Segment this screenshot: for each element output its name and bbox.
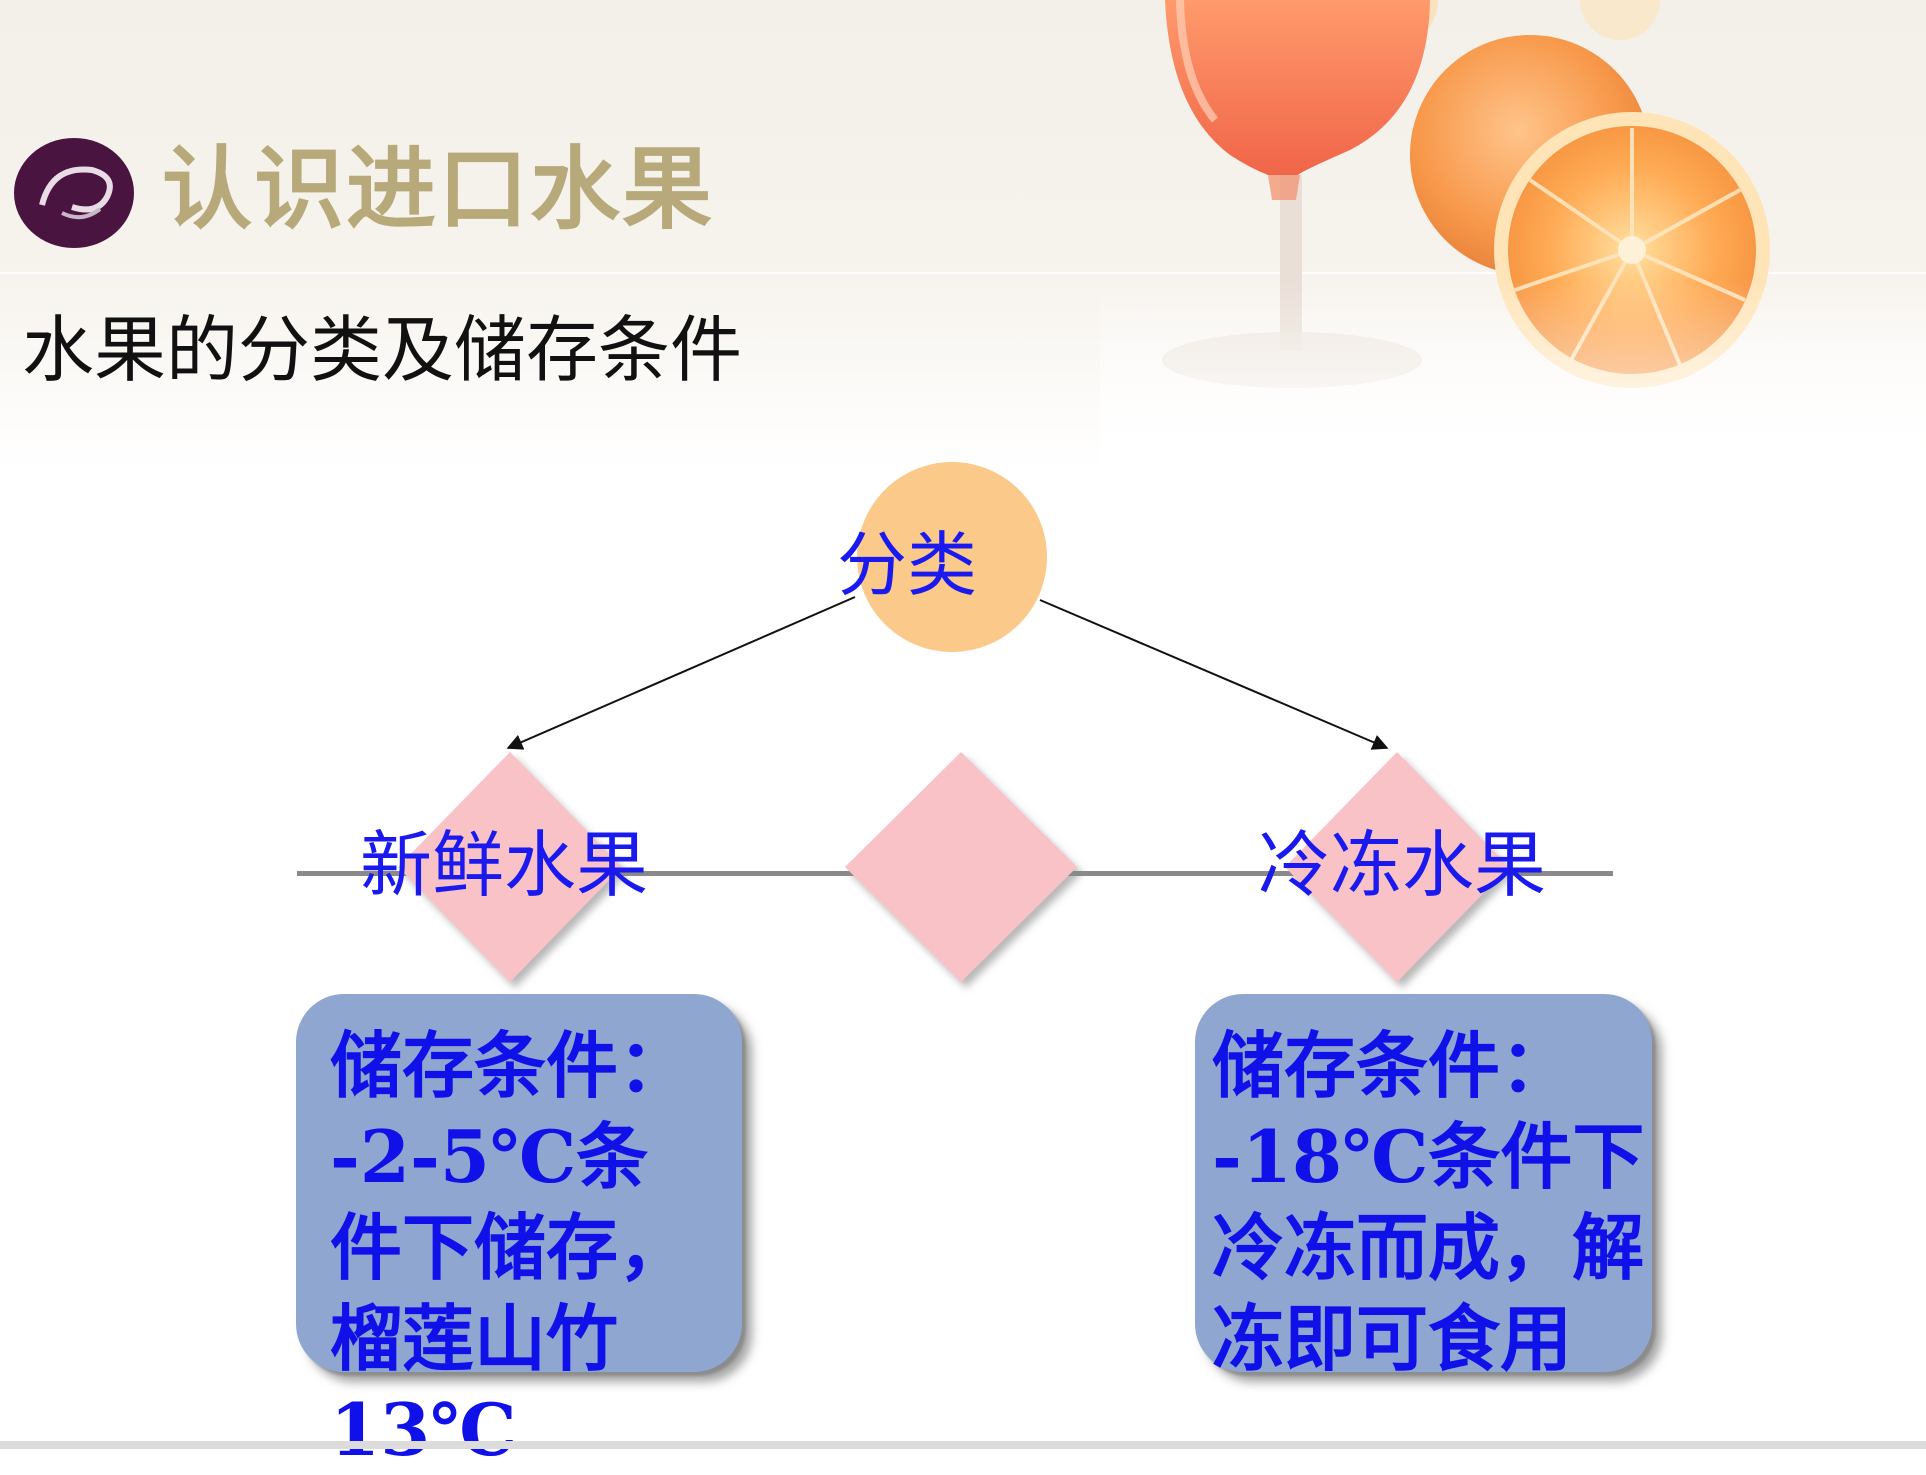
storage-line: 冻即可食用 xyxy=(1212,1296,1573,1381)
storage-line: 冷冻而成，解 xyxy=(1212,1205,1645,1290)
orange-juice-decor-icon xyxy=(1100,0,1926,470)
storage-line: 储存条件： xyxy=(330,1023,691,1108)
purple-swirl-logo-icon xyxy=(14,138,134,248)
storage-card-fresh xyxy=(296,994,742,1372)
root-label: 分类 xyxy=(837,524,977,606)
arrow-to-frozen xyxy=(1039,599,1389,750)
slide-subtitle: 水果的分类及储存条件 xyxy=(22,308,743,392)
diamond-frozen xyxy=(1285,752,1509,982)
storage-card-frozen xyxy=(1195,994,1652,1372)
branch-label-fresh: 新鲜水果 xyxy=(360,823,649,907)
root-node xyxy=(857,462,1047,652)
storage-line: 储存条件： xyxy=(1212,1023,1573,1108)
arrow-to-fresh xyxy=(506,596,856,750)
storage-text-fresh: 储存条件： -2-5℃条 件下储存， 榴莲山竹 13℃ xyxy=(330,1020,690,1475)
storage-line: 榴莲山竹 xyxy=(330,1296,619,1381)
branch-label-frozen: 冷冻水果 xyxy=(1258,823,1547,907)
storage-line: -2-5℃条 xyxy=(330,1114,649,1199)
diamond-middle xyxy=(845,752,1077,982)
storage-line: 13℃ xyxy=(330,1387,517,1472)
slide-title: 认识进口水果 xyxy=(162,137,714,242)
bottom-strip xyxy=(0,1441,1926,1449)
header-divider xyxy=(0,272,1926,274)
storage-line: 件下储存， xyxy=(330,1205,691,1290)
storage-line: -18℃条件下 xyxy=(1212,1114,1645,1199)
diamond-fresh xyxy=(398,752,622,982)
storage-text-frozen: 储存条件： -18℃条件下 冷冻而成，解 冻即可食用 xyxy=(1212,1020,1644,1384)
